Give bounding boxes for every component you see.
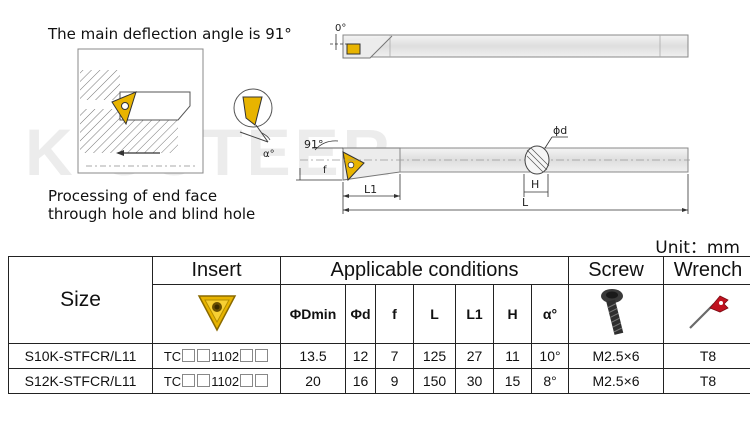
f-cell: 9 [375, 368, 414, 394]
insert-clearance-detail: α° [233, 88, 275, 160]
l1-cell: 27 [455, 343, 494, 369]
l1-cell: 30 [455, 368, 494, 394]
boring-detail-frame [77, 48, 204, 174]
f-dimension-label: f [323, 165, 327, 176]
subheader-h: H [493, 284, 532, 344]
wrench-cell: T8 [663, 368, 750, 394]
size-header: Size [8, 256, 153, 344]
subheader-l: L [413, 284, 456, 344]
wrench-cell: T8 [663, 343, 750, 369]
boring-bar-main-view: ϕd 91° f H L1 L [296, 124, 690, 214]
phi-d-label: ϕd [553, 124, 567, 137]
alpha-cell: 8° [530, 368, 570, 394]
dmin-cell: 20 [280, 368, 346, 394]
applicable-conditions-header: Applicable conditions [279, 256, 570, 285]
l-cell: 150 [413, 368, 456, 394]
screw-header: Screw [568, 256, 665, 285]
subheader-alpha: α° [530, 284, 570, 344]
unit-label: Unit：mm [655, 238, 740, 258]
l-dimension-label: L [522, 196, 529, 209]
triangular-insert-icon [197, 294, 236, 332]
processing-caption-line-2: through hole and blind hole [48, 205, 256, 223]
deflection-angle-caption: The main deflection angle is 91° [48, 25, 292, 43]
torx-screw-icon [601, 288, 624, 335]
boring-bar-top-view: 0° [330, 23, 689, 59]
h-dimension-label: H [531, 178, 539, 191]
wrench-header: Wrench [663, 256, 750, 285]
screw-cell: M2.5×6 [568, 368, 665, 394]
size-cell: S10K-STFCR/L11 [8, 343, 153, 369]
screw-image-cell [568, 284, 665, 344]
alpha-cell: 10° [530, 343, 570, 369]
l-cell: 125 [413, 343, 456, 369]
ninety-one-degree-label: 91° [304, 138, 324, 151]
dmin-cell: 13.5 [280, 343, 346, 369]
wrench-image-cell [663, 284, 750, 344]
subheader-l1: L1 [455, 284, 494, 344]
torx-wrench-icon [689, 295, 729, 329]
subheader-dmin: ΦDmin [280, 284, 346, 344]
subheader-d: Φd [345, 284, 376, 344]
alpha-angle-label: α° [263, 149, 275, 160]
h-cell: 11 [493, 343, 532, 369]
insert-header: Insert [152, 256, 281, 285]
h-cell: 15 [493, 368, 532, 394]
spec-table: Size Insert Applicable conditions Screw … [8, 256, 750, 394]
d-cell: 12 [345, 343, 376, 369]
d-cell: 16 [345, 368, 376, 394]
l1-dimension-label: L1 [364, 183, 377, 196]
subheader-f: f [375, 284, 414, 344]
size-cell: S12K-STFCR/L11 [8, 368, 153, 394]
insert-image-cell [152, 284, 281, 344]
top-insert-icon [346, 43, 361, 55]
zero-degree-label: 0° [335, 23, 346, 34]
screw-cell: M2.5×6 [568, 343, 665, 369]
f-cell: 7 [375, 343, 414, 369]
processing-caption-line-1: Processing of end face [48, 187, 218, 205]
technical-drawing: K CUTEER α° 0° [25, 23, 690, 214]
